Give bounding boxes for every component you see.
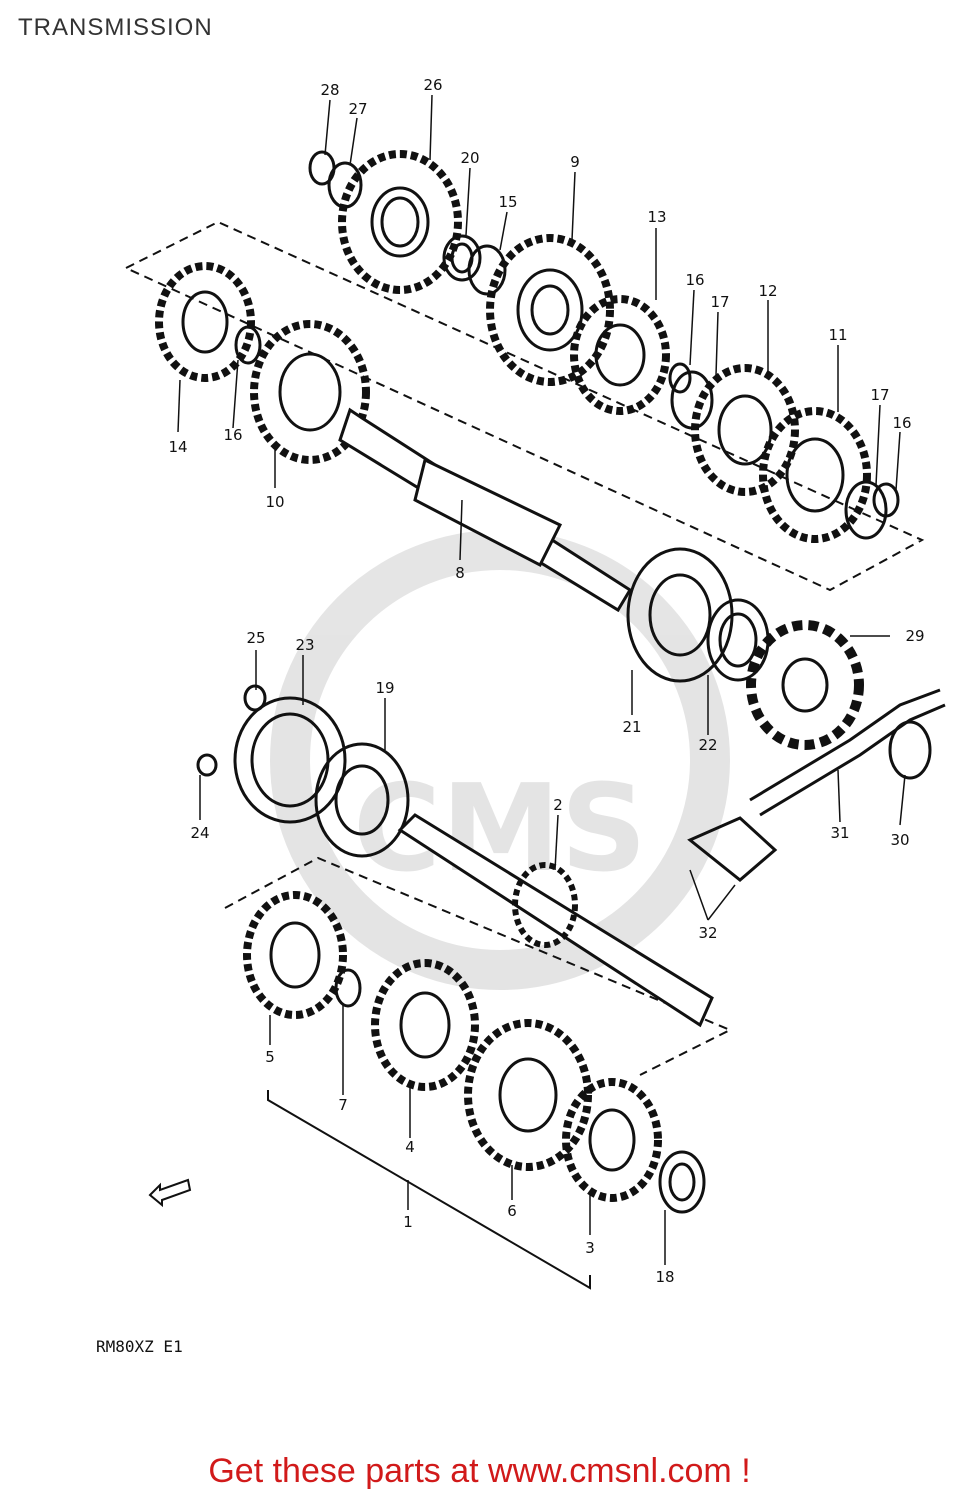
page-title: TRANSMISSION (18, 14, 213, 41)
chain-31 (749, 688, 946, 817)
gear-6 (464, 1019, 592, 1171)
callout-30: 30 (890, 831, 909, 849)
callout-28: 28 (320, 81, 339, 99)
lower-frame (224, 856, 733, 1076)
callout-15: 15 (498, 193, 517, 211)
callout-17b: 17 (870, 386, 889, 404)
gear-10 (250, 320, 370, 464)
callout-2: 2 (553, 796, 563, 814)
washer-17b (844, 480, 888, 540)
gear-12 (691, 364, 799, 496)
shaft-8 (338, 407, 633, 613)
bush-18 (658, 1150, 706, 1214)
upper-frame (125, 220, 925, 592)
callout-22: 22 (698, 736, 717, 754)
cta-link[interactable]: Get these parts at www.cmsnl.com ! (208, 1452, 751, 1490)
leader-lines (177, 94, 906, 1265)
gear-11 (759, 407, 871, 543)
watermark-logo: CMS (270, 530, 730, 990)
washer-17a (670, 370, 714, 430)
sprocket-29 (746, 620, 864, 750)
gear-4 (371, 959, 479, 1091)
bracket-1 (267, 1090, 591, 1290)
callout-25: 25 (246, 629, 265, 647)
callout-6: 6 (507, 1202, 517, 1220)
callout-3: 3 (585, 1239, 595, 1257)
callout-16c: 16 (223, 426, 242, 444)
callout-20: 20 (460, 149, 479, 167)
callout-31: 31 (830, 824, 849, 842)
countershaft-2 (397, 813, 714, 1028)
gear-5 (243, 891, 347, 1019)
bolt-25 (243, 684, 267, 712)
callout-labels: 28 27 26 20 9 15 13 16 17 12 11 17 16 14… (168, 76, 924, 1286)
callout-16: 16 (685, 271, 704, 289)
washer-15 (467, 244, 507, 296)
callout-19: 19 (375, 679, 394, 697)
gear-3 (562, 1078, 662, 1202)
callout-29: 29 (905, 627, 924, 645)
gear-9 (486, 234, 614, 386)
front-arrow-icon (148, 1178, 192, 1208)
callout-16b: 16 (892, 414, 911, 432)
callout-7: 7 (338, 1096, 348, 1114)
callout-26: 26 (423, 76, 442, 94)
callout-21: 21 (622, 718, 641, 736)
callout-1: 1 (403, 1213, 413, 1231)
callout-5: 5 (265, 1048, 275, 1066)
screw-24 (196, 753, 218, 777)
callout-12: 12 (758, 282, 777, 300)
gear-13 (570, 295, 670, 415)
callout-9: 9 (570, 153, 580, 171)
gear-26 (338, 150, 462, 294)
callout-14: 14 (168, 438, 187, 456)
joint-32 (687, 816, 778, 882)
callout-10: 10 (265, 493, 284, 511)
seal-22 (706, 598, 770, 682)
circlip-16c (234, 325, 262, 365)
circlip-30 (888, 720, 932, 780)
callout-27: 27 (348, 100, 367, 118)
callout-4: 4 (405, 1138, 415, 1156)
gear-14 (155, 262, 255, 382)
callout-11: 11 (828, 326, 847, 344)
callout-8: 8 (455, 564, 465, 582)
callout-18: 18 (655, 1268, 674, 1286)
circlip-16a (668, 362, 692, 394)
callout-24: 24 (190, 824, 209, 842)
callout-23: 23 (295, 636, 314, 654)
callout-13: 13 (647, 208, 666, 226)
model-code: RM80XZ E1 (96, 1337, 183, 1356)
circlip-16b (872, 482, 900, 518)
callout-17: 17 (710, 293, 729, 311)
callout-32: 32 (698, 924, 717, 942)
washer-27 (327, 161, 363, 209)
bearing-19 (314, 742, 410, 858)
circlip-7 (334, 968, 362, 1008)
